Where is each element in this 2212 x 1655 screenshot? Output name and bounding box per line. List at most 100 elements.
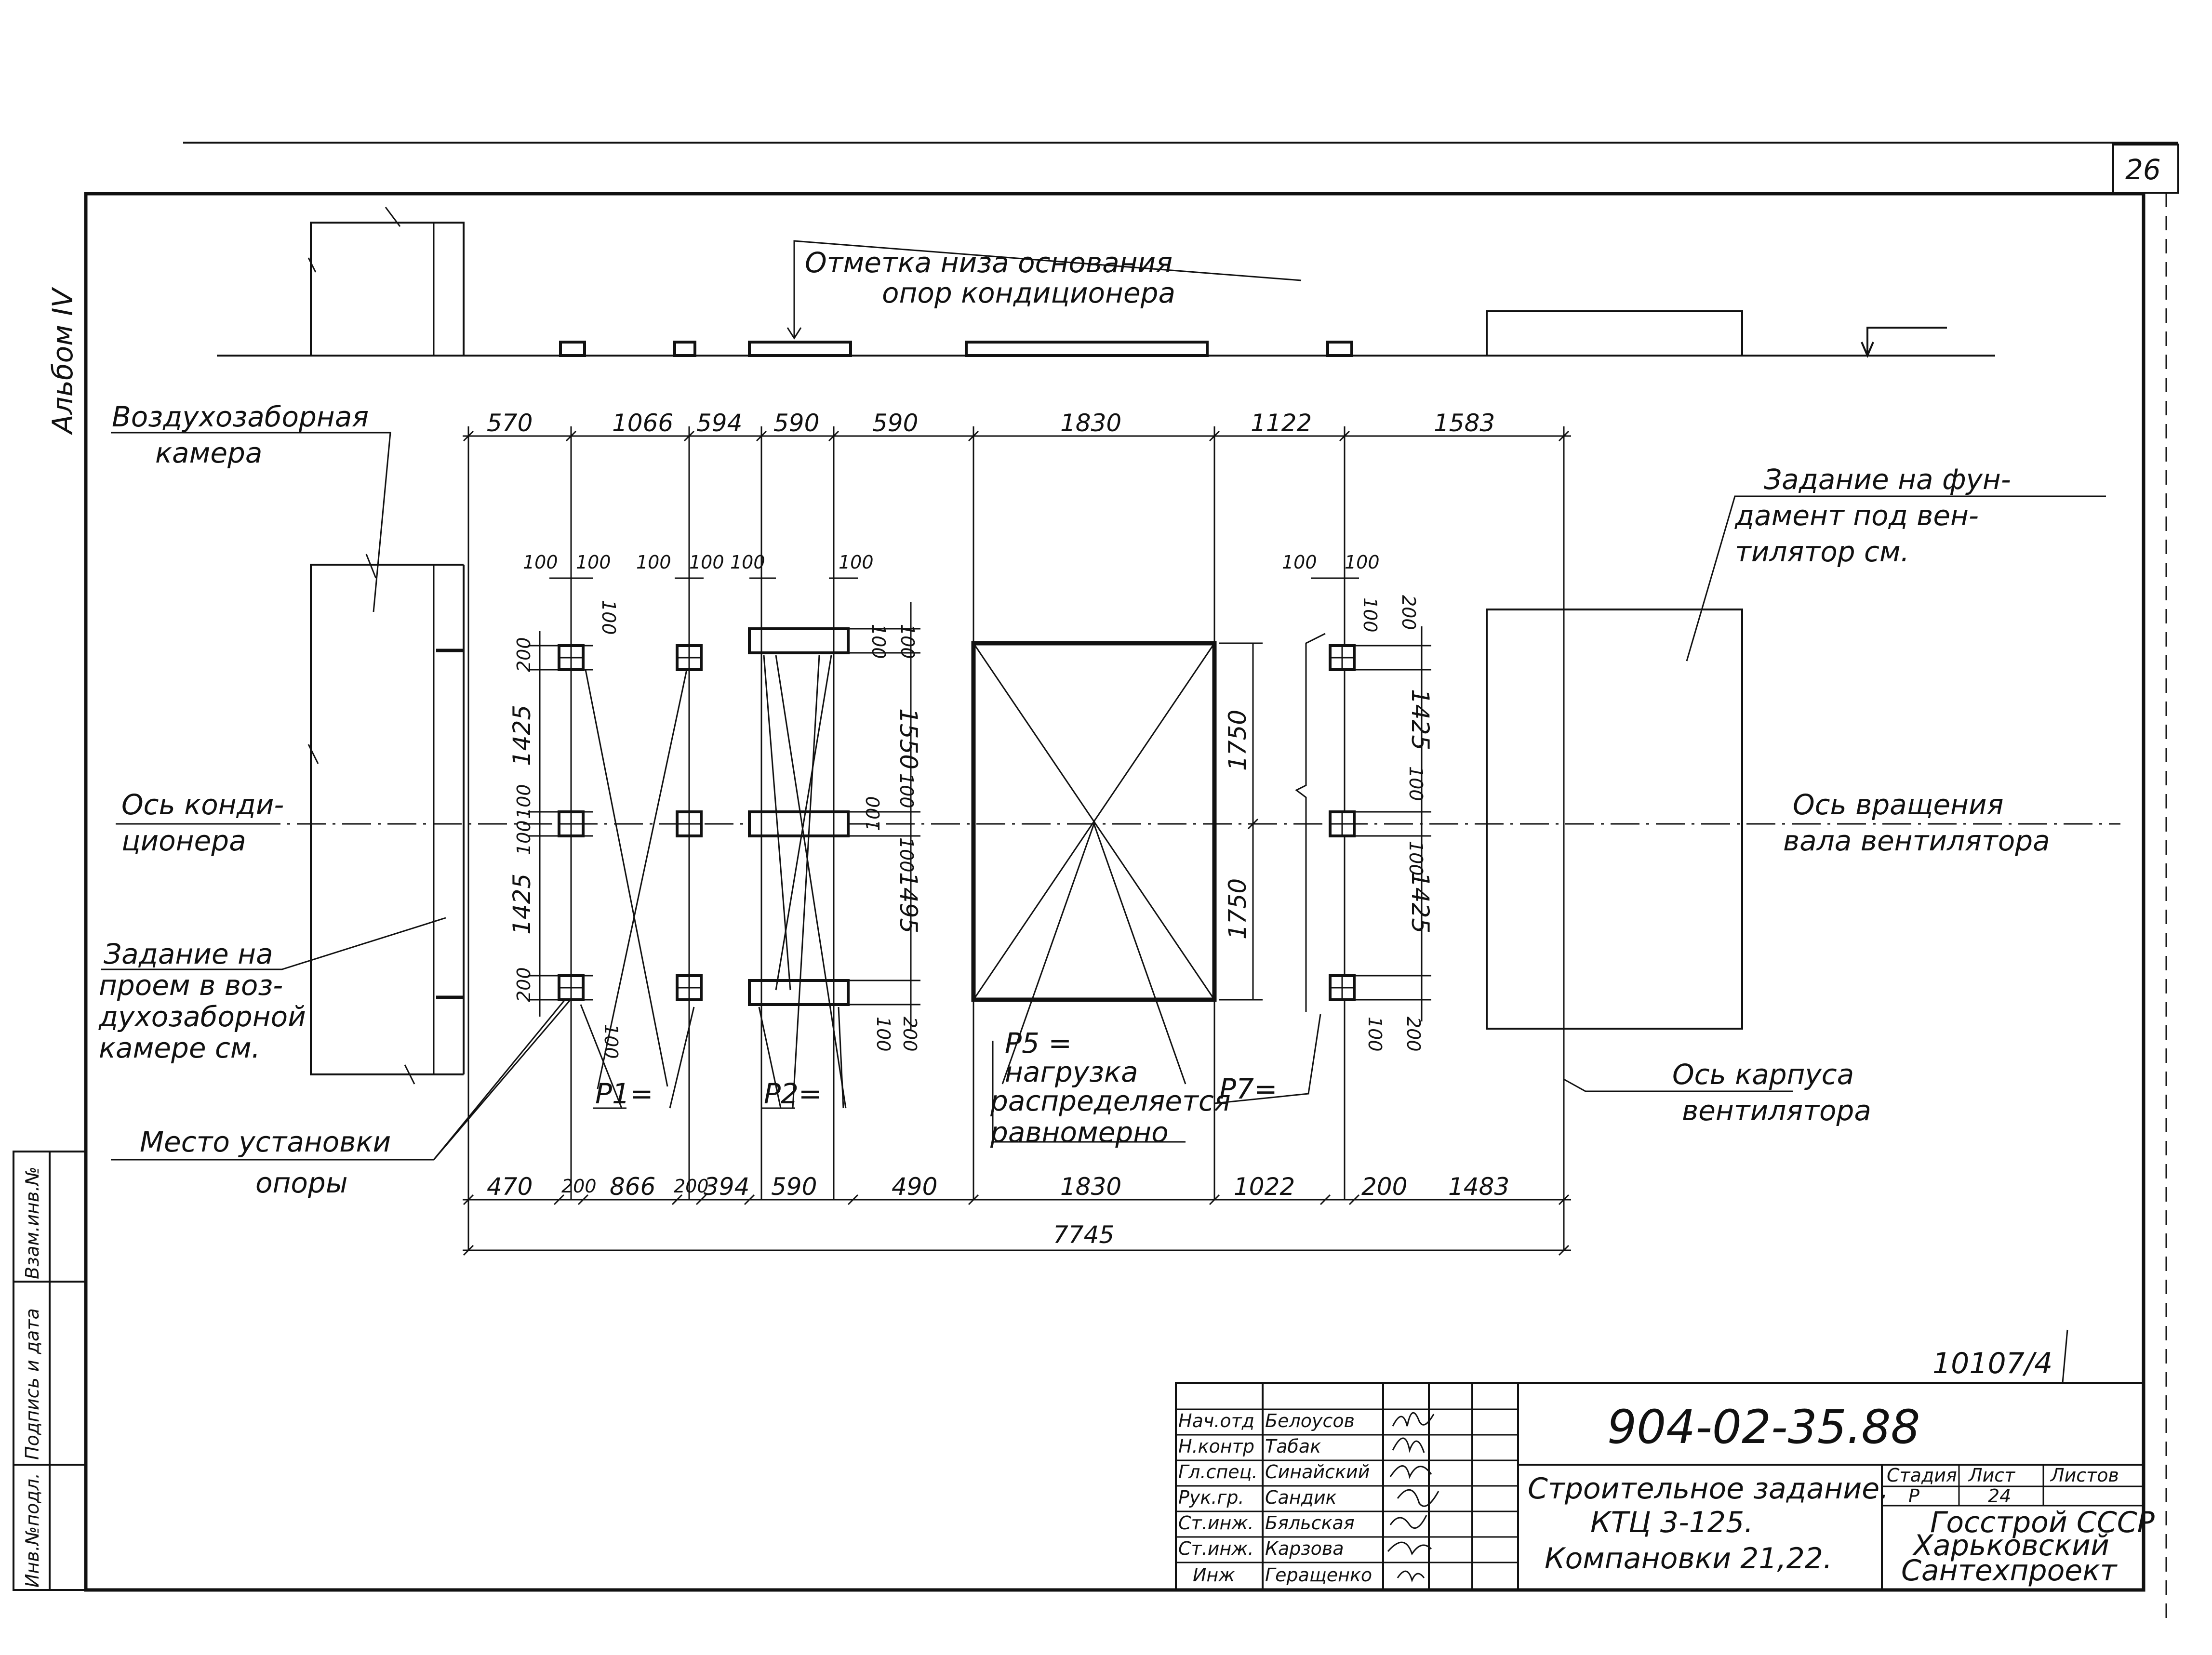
col2-vertical-dims (848, 602, 920, 1031)
air-intake-leader (111, 432, 391, 612)
pad-dim-6: 100 (839, 552, 874, 573)
side-stamp-inv: Инв.№подл. (22, 1473, 43, 1588)
air-intake-label-2: камера (155, 437, 262, 469)
sig-role-7: Инж (1193, 1564, 1235, 1586)
support-place-leader-2 (433, 987, 582, 1160)
stage-header: Стадия (1887, 1465, 1957, 1486)
title-line-1: Строительное задание. (1528, 1472, 1889, 1506)
col2-vdim-3: 100 (598, 600, 619, 635)
bottom-dim-2: 200 (561, 1176, 597, 1197)
fan-casing-label-2: вентилятора (1682, 1094, 1871, 1127)
archive-slash (2062, 1329, 2068, 1383)
sheets-header: Листов (2050, 1465, 2119, 1486)
total-dim-tick-right (1558, 1245, 1570, 1256)
doc-code: 904-02-35.88 (1607, 1400, 1920, 1454)
pad-dim-2: 100 (576, 552, 611, 573)
page-number: 26 (2125, 153, 2161, 186)
opening-task-label-2: проем в воз- (99, 969, 283, 1002)
bottom-dim-10: 200 (1361, 1173, 1407, 1201)
col2-vdim-6: 100 (896, 837, 917, 873)
stage-value: Р (1908, 1485, 1919, 1507)
opening-task-label-3: духозаборной (98, 1000, 306, 1033)
top-dim-ticks (463, 430, 1570, 442)
bottom-dim-4: 200 (674, 1176, 709, 1197)
left-vdim-4: 100 (513, 820, 534, 855)
conditioner-axis-label-2: ционера (121, 824, 246, 857)
side-stamp-sign: Подпись и дата (22, 1308, 43, 1460)
air-intake-chamber (307, 554, 465, 1085)
p5-label-2: нагрузка (1005, 1056, 1138, 1088)
sig-role-6: Ст.инж. (1178, 1538, 1254, 1559)
sig-name-6: Карзова (1265, 1538, 1344, 1559)
center-dim-1: 1750 (1224, 710, 1252, 771)
right-vdim-3: 1425 (1406, 689, 1434, 750)
center-support-frame (971, 641, 1217, 1085)
p5-label-1: P5 = (1005, 1027, 1072, 1059)
bottom-dim-11: 1483 (1448, 1173, 1509, 1201)
left-vdim-3: 100 (513, 784, 534, 819)
opening-task-label-4: камере см. (99, 1032, 260, 1064)
right-vertical-dims (1354, 626, 1431, 1021)
top-dim-2: 1066 (612, 409, 673, 437)
fan-foundation-label-3: тилятор см. (1735, 535, 1909, 568)
p5-label-3: распределяется (990, 1085, 1231, 1117)
p2-label: P2= (764, 1077, 822, 1110)
sig-role-4: Рук.гр. (1178, 1487, 1244, 1508)
title-block (1175, 1382, 2145, 1591)
bottom-dim-9: 1022 (1234, 1173, 1295, 1201)
sig-role-1: Нач.отд (1178, 1410, 1254, 1431)
sig-name-2: Табак (1265, 1436, 1321, 1457)
bottom-dim-8: 1830 (1060, 1173, 1121, 1201)
left-vdim-2: 1425 (508, 705, 536, 766)
sheet-value: 24 (1988, 1485, 2011, 1507)
right-vdim-6: 1425 (1406, 872, 1434, 933)
org-line-1: Госстрой СССР (1930, 1506, 2155, 1539)
title-line-2: КТЦ 3-125. (1590, 1506, 1753, 1539)
fan-foundation (1486, 609, 1743, 1030)
top-dim-1: 570 (487, 409, 533, 437)
base-mark-leader (786, 240, 1302, 340)
org-line-3: Сантехпроект (1901, 1554, 2118, 1588)
support-pad-crosses (559, 629, 1354, 1005)
fan-foundation-leader (1686, 495, 2106, 662)
right-vdim-8: 200 (1403, 1017, 1424, 1052)
fan-casing-label-1: Ось карпуса (1672, 1058, 1854, 1091)
top-dim-6: 1830 (1060, 409, 1121, 437)
fan-casing-leader (1563, 1078, 1793, 1092)
sig-name-5: Бяльская (1265, 1512, 1355, 1534)
support-place-label-2: опоры (255, 1166, 348, 1199)
base-mark-label-1: Отметка низа основания (805, 246, 1173, 279)
top-dim-7: 1122 (1251, 409, 1312, 437)
sig-role-2: Н.контр (1178, 1436, 1254, 1457)
fan-foundation-label-2: дамент под вен- (1734, 499, 1979, 532)
total-dim-tick-left (463, 1245, 474, 1256)
side-stamp-replace: Взам.инв.№ (22, 1166, 43, 1279)
opening-task-leader (101, 917, 446, 970)
right-vdim-1: 100 (1359, 597, 1381, 633)
sig-role-5: Ст.инж. (1178, 1512, 1254, 1534)
sig-name-4: Сандик (1265, 1487, 1337, 1508)
col2-vdim-2: 100 (897, 624, 918, 659)
fan-foundation-label-1: Задание на фун- (1764, 463, 2011, 496)
support-pads (558, 627, 1356, 1006)
base-mark-label-2: опор кондиционера (882, 277, 1175, 309)
p5-label-4: равномерно (990, 1116, 1169, 1149)
left-vdim-1: 200 (513, 637, 534, 672)
p1-label: P1= (595, 1077, 653, 1110)
left-vertical-dims (528, 631, 593, 1017)
bottom-dim-5: 394 (704, 1173, 749, 1201)
right-vdim-7: 100 (1364, 1017, 1386, 1052)
col2-vdim-8: 100 (873, 1017, 894, 1052)
top-dim-3: 594 (696, 409, 742, 437)
archive-number: 10107/4 (1932, 1347, 2052, 1380)
col2-vdim-5: 100 (896, 773, 917, 808)
col2-vdim-4: 1550 (894, 708, 922, 769)
sig-role-3: Гл.спец. (1178, 1461, 1258, 1483)
bottom-dim-ticks (463, 1194, 1570, 1205)
sig-name-3: Синайский (1265, 1461, 1370, 1483)
fan-shaft-axis-label-2: вала вентилятора (1783, 824, 2050, 857)
fan-shaft-axis-label-1: Ось вращения (1793, 788, 2004, 821)
left-vdim-5: 1425 (508, 874, 536, 935)
sig-name-1: Белоусов (1265, 1410, 1355, 1431)
